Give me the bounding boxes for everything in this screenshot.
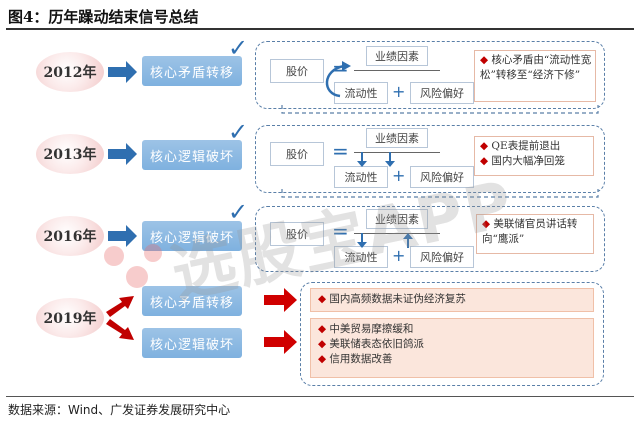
formula-lhs: 股价 [270, 59, 324, 83]
row-label-2016: 核心逻辑破坏 [142, 221, 242, 251]
fraction-bar [354, 233, 440, 234]
note-text: 美联储表态依旧鸽派 [329, 338, 424, 350]
note-box-2012 [474, 50, 596, 102]
checkmark-icon: ✓ [228, 198, 249, 226]
row-label-2019-b: 核心逻辑破坏 [142, 328, 242, 358]
plus-sign: + [392, 166, 406, 185]
formula-box-2013 [255, 125, 605, 193]
fraction-bar [354, 70, 440, 71]
plus-sign: + [392, 246, 406, 265]
row-label-2013: 核心逻辑破坏 [142, 140, 242, 170]
diamond-bullet-icon: ◆ [318, 323, 330, 335]
row-label-2012: 核心矛盾转移 [142, 56, 242, 86]
formula-bottom-left: 流动性 [334, 82, 388, 104]
formula-top-term: 业绩因素 [366, 209, 428, 229]
formula-lhs: 股价 [270, 222, 324, 246]
note-text: 国内大幅净回笼 [491, 155, 565, 167]
source-note: 数据来源：Wind、广发证券发展研究中心 [8, 403, 231, 417]
split-arrows-icon [106, 296, 134, 340]
note-2012: ◆ 核心矛盾由“流动性宽松”转移至“经济下修” [480, 53, 592, 83]
diamond-bullet-icon: ◆ [318, 293, 330, 305]
bottom-rule [6, 396, 634, 397]
formula-bottom-right: 风险偏好 [410, 82, 474, 104]
equals-sign: = [332, 139, 349, 163]
figure-title: 图4：历年躁动结束信号总结 [8, 8, 199, 26]
formula-box-2012 [255, 41, 605, 109]
checkmark-icon: ✓ [228, 118, 249, 146]
note-panel-2019-b [310, 318, 594, 378]
diamond-bullet-icon: ◆ [480, 140, 492, 152]
note-text: 中美贸易摩擦缓和 [329, 323, 414, 335]
note-2019-b: ◆ 中美贸易摩擦缓和 ◆ 美联储表态依旧鸽派 ◆ 信用数据改善 [318, 322, 424, 367]
note-text: 信用数据改善 [329, 353, 393, 365]
note-text: QE表提前退出 [491, 140, 561, 152]
note-panel-2019-a [310, 288, 594, 312]
note-2016: ◆ 美联储官员讲话转向“鹰派” [482, 217, 590, 247]
arrows-icon [357, 233, 413, 248]
note-line: ◆ 国内大幅净回笼 [480, 154, 592, 169]
year-badge-2012: 2012年 [36, 52, 104, 92]
note-text: 美联储官员讲话转向“鹰派” [482, 218, 578, 245]
note-line: ◆ 信用数据改善 [318, 352, 424, 367]
curved-arrow-icon [325, 61, 351, 98]
diamond-bullet-icon: ◆ [318, 353, 330, 365]
diamond-bullet-icon: ◆ [482, 218, 494, 230]
note-2019-a: ◆ 国内高频数据未证伪经济复苏 [318, 292, 466, 307]
formula-top-term: 业绩因素 [366, 128, 428, 148]
fraction-bar [354, 152, 440, 153]
note-line: ◆ 美联储表态依旧鸽派 [318, 337, 424, 352]
formula-bottom-right: 风险偏好 [410, 166, 474, 188]
right-arrow-icon [108, 225, 137, 247]
formula-box-2016 [255, 206, 605, 272]
watermark-dot [104, 246, 124, 266]
right-arrow-icon [108, 61, 137, 83]
note-2013: ◆ QE表提前退出 ◆ 国内大幅净回笼 [480, 139, 592, 169]
note-line: ◆ 中美贸易摩擦缓和 [318, 322, 424, 337]
right-arrow-icon [264, 288, 297, 312]
formula-lhs: 股价 [270, 142, 324, 166]
notes-box-2019 [300, 282, 604, 386]
watermark-dot [126, 266, 148, 288]
diamond-bullet-icon: ◆ [318, 338, 330, 350]
formula-bottom-right: 风险偏好 [410, 246, 474, 268]
diamond-bullet-icon: ◆ [480, 155, 492, 167]
note-box-2013 [474, 136, 594, 176]
year-badge-2016: 2016年 [36, 216, 104, 256]
diamond-bullet-icon: ◆ [480, 54, 492, 66]
note-line: ◆ QE表提前退出 [480, 139, 592, 154]
row-label-2019-a: 核心矛盾转移 [142, 286, 242, 316]
year-badge-2013: 2013年 [36, 134, 104, 174]
note-text: 核心矛盾由“流动性宽松”转移至“经济下修” [480, 54, 592, 81]
checkmark-icon: ✓ [228, 34, 249, 62]
note-box-2016 [476, 214, 594, 254]
down-arrows-icon [357, 152, 395, 167]
formula-bottom-left: 流动性 [334, 166, 388, 188]
dashed-connector [281, 189, 599, 198]
year-badge-2019: 2019年 [36, 298, 104, 338]
watermark-dot [144, 244, 162, 262]
note-text: 国内高频数据未证伪经济复苏 [329, 293, 466, 305]
dashed-connector [281, 105, 599, 114]
equals-sign: = [332, 219, 349, 243]
formula-top-term: 业绩因素 [366, 46, 428, 66]
right-arrow-icon [108, 143, 137, 165]
top-rule [6, 28, 634, 30]
right-arrow-icon [264, 330, 297, 354]
plus-sign: + [392, 82, 406, 101]
